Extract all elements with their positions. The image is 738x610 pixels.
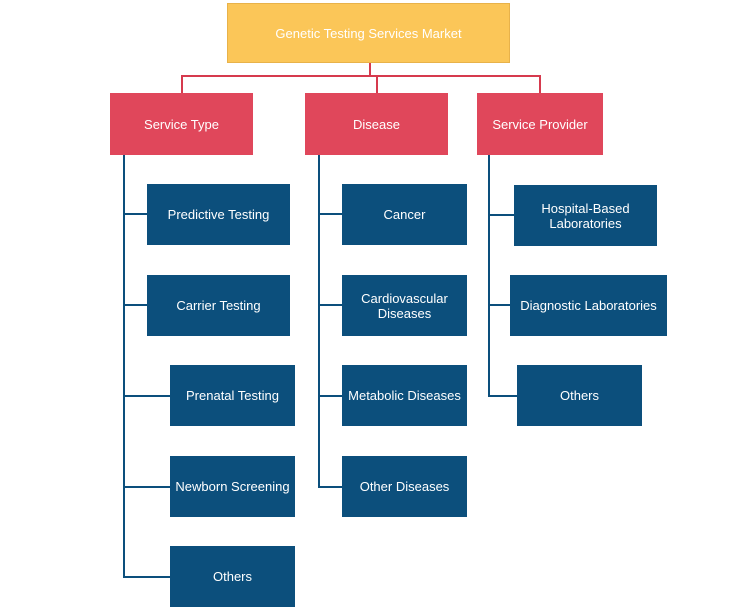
category-service-type: Service Type <box>110 93 253 155</box>
connector-service-type <box>181 75 183 94</box>
root-connector-vertical <box>369 63 371 76</box>
leaf-metabolic-diseases: Metabolic Diseases <box>342 365 467 426</box>
service-provider-branch-2 <box>488 304 510 306</box>
service-type-branch-4 <box>123 486 170 488</box>
leaf-cancer: Cancer <box>342 184 467 245</box>
connector-disease <box>376 75 378 94</box>
leaf-predictive-testing: Predictive Testing <box>147 184 290 245</box>
leaf-diagnostic-laboratories: Diagnostic Laboratories <box>510 275 667 336</box>
leaf-hospital-based-laboratories: Hospital-Based Laboratories <box>514 185 657 246</box>
leaf-carrier-testing: Carrier Testing <box>147 275 290 336</box>
service-type-branch-2 <box>123 304 147 306</box>
root-connector-horizontal <box>181 75 541 77</box>
service-type-branch-3 <box>123 395 170 397</box>
leaf-other-diseases: Other Diseases <box>342 456 467 517</box>
leaf-prenatal-testing: Prenatal Testing <box>170 365 295 426</box>
service-type-branch-5 <box>123 576 170 578</box>
category-disease: Disease <box>305 93 448 155</box>
disease-branch-3 <box>318 395 342 397</box>
service-type-spine <box>123 155 125 578</box>
service-provider-spine <box>488 155 490 397</box>
disease-branch-1 <box>318 213 342 215</box>
service-type-branch-1 <box>123 213 147 215</box>
leaf-service-type-others: Others <box>170 546 295 607</box>
leaf-service-provider-others: Others <box>517 365 642 426</box>
leaf-cardiovascular-diseases: Cardiovascular Diseases <box>342 275 467 336</box>
connector-service-provider <box>539 75 541 94</box>
root-node: Genetic Testing Services Market <box>227 3 510 63</box>
service-provider-branch-1 <box>488 214 514 216</box>
service-provider-branch-3 <box>488 395 517 397</box>
disease-branch-2 <box>318 304 342 306</box>
disease-branch-4 <box>318 486 342 488</box>
disease-spine <box>318 155 320 488</box>
leaf-newborn-screening: Newborn Screening <box>170 456 295 517</box>
category-service-provider: Service Provider <box>477 93 603 155</box>
